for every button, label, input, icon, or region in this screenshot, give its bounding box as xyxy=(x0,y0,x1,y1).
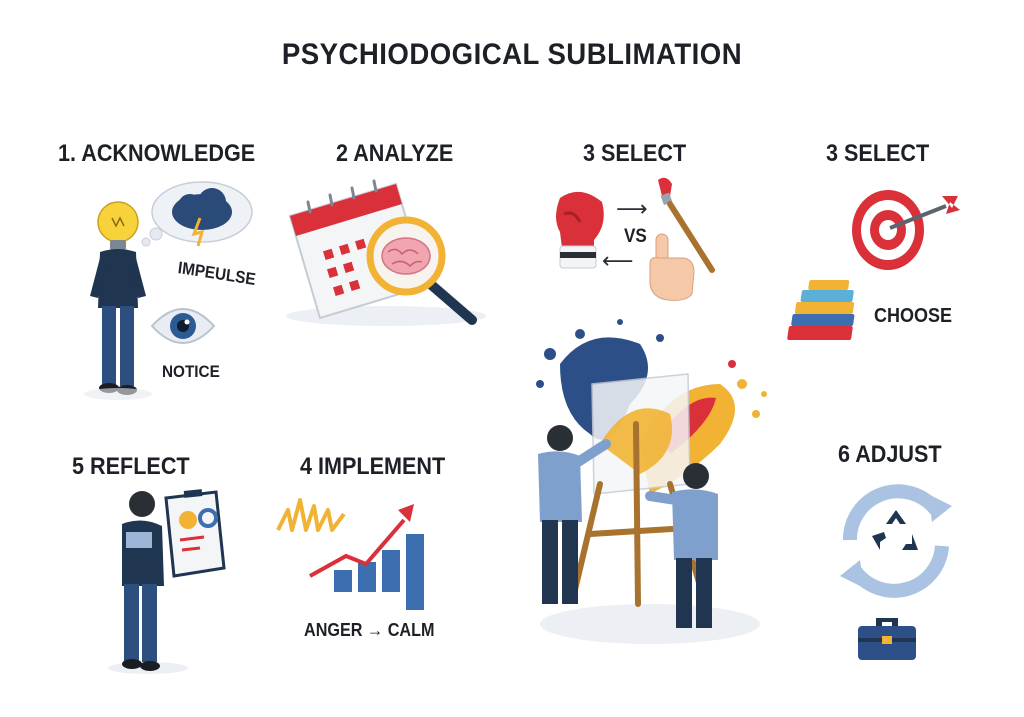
painting-easel-scene xyxy=(536,319,767,644)
step-3-heading: 3 SELECT xyxy=(583,140,687,167)
storm-cloud-icon xyxy=(141,181,253,247)
reflecting-person-figure xyxy=(108,489,226,674)
lightbulb-icon xyxy=(97,201,139,250)
vs-label: VS xyxy=(624,226,647,247)
boxing-glove-icon xyxy=(556,191,604,269)
recycle-icon xyxy=(840,484,952,598)
step-6-heading: 6 ADJUST xyxy=(838,441,942,468)
lightning-icon xyxy=(276,498,346,532)
swap-arrow-top-icon: ⟶ xyxy=(616,196,648,221)
swap-arrow-bottom-icon: ⟵ xyxy=(602,248,634,273)
step-1-heading: 1. ACKNOWLEDGE xyxy=(58,140,256,167)
step-5-heading: 5 REFLECT xyxy=(72,453,190,480)
pointing-hand-icon xyxy=(649,233,695,301)
toolbox-icon xyxy=(858,618,916,660)
brain-icon xyxy=(381,237,431,275)
choose-label: CHOOSE xyxy=(874,305,953,327)
step-4-heading: 4 IMPLEMENT xyxy=(300,453,446,480)
growth-chart-icon xyxy=(309,504,424,610)
step-2-heading: 2 ANALYZE xyxy=(336,140,454,167)
anger-calm-label: ANGER → CALM xyxy=(304,620,435,640)
page-title: PSYCHIODOGICAL SUBLIMATION xyxy=(281,38,743,71)
books-icon xyxy=(787,280,855,340)
target-icon xyxy=(852,190,960,270)
step-3b-heading: 3 SELECT xyxy=(826,140,930,167)
eye-icon xyxy=(150,308,216,344)
analyze-illustration xyxy=(286,179,486,326)
implement-illustration xyxy=(276,498,424,610)
notice-label: NOTICE xyxy=(162,362,220,381)
thinking-person-figure xyxy=(84,201,152,400)
clipboard-icon xyxy=(164,489,226,578)
paintbrush-icon xyxy=(658,177,715,273)
